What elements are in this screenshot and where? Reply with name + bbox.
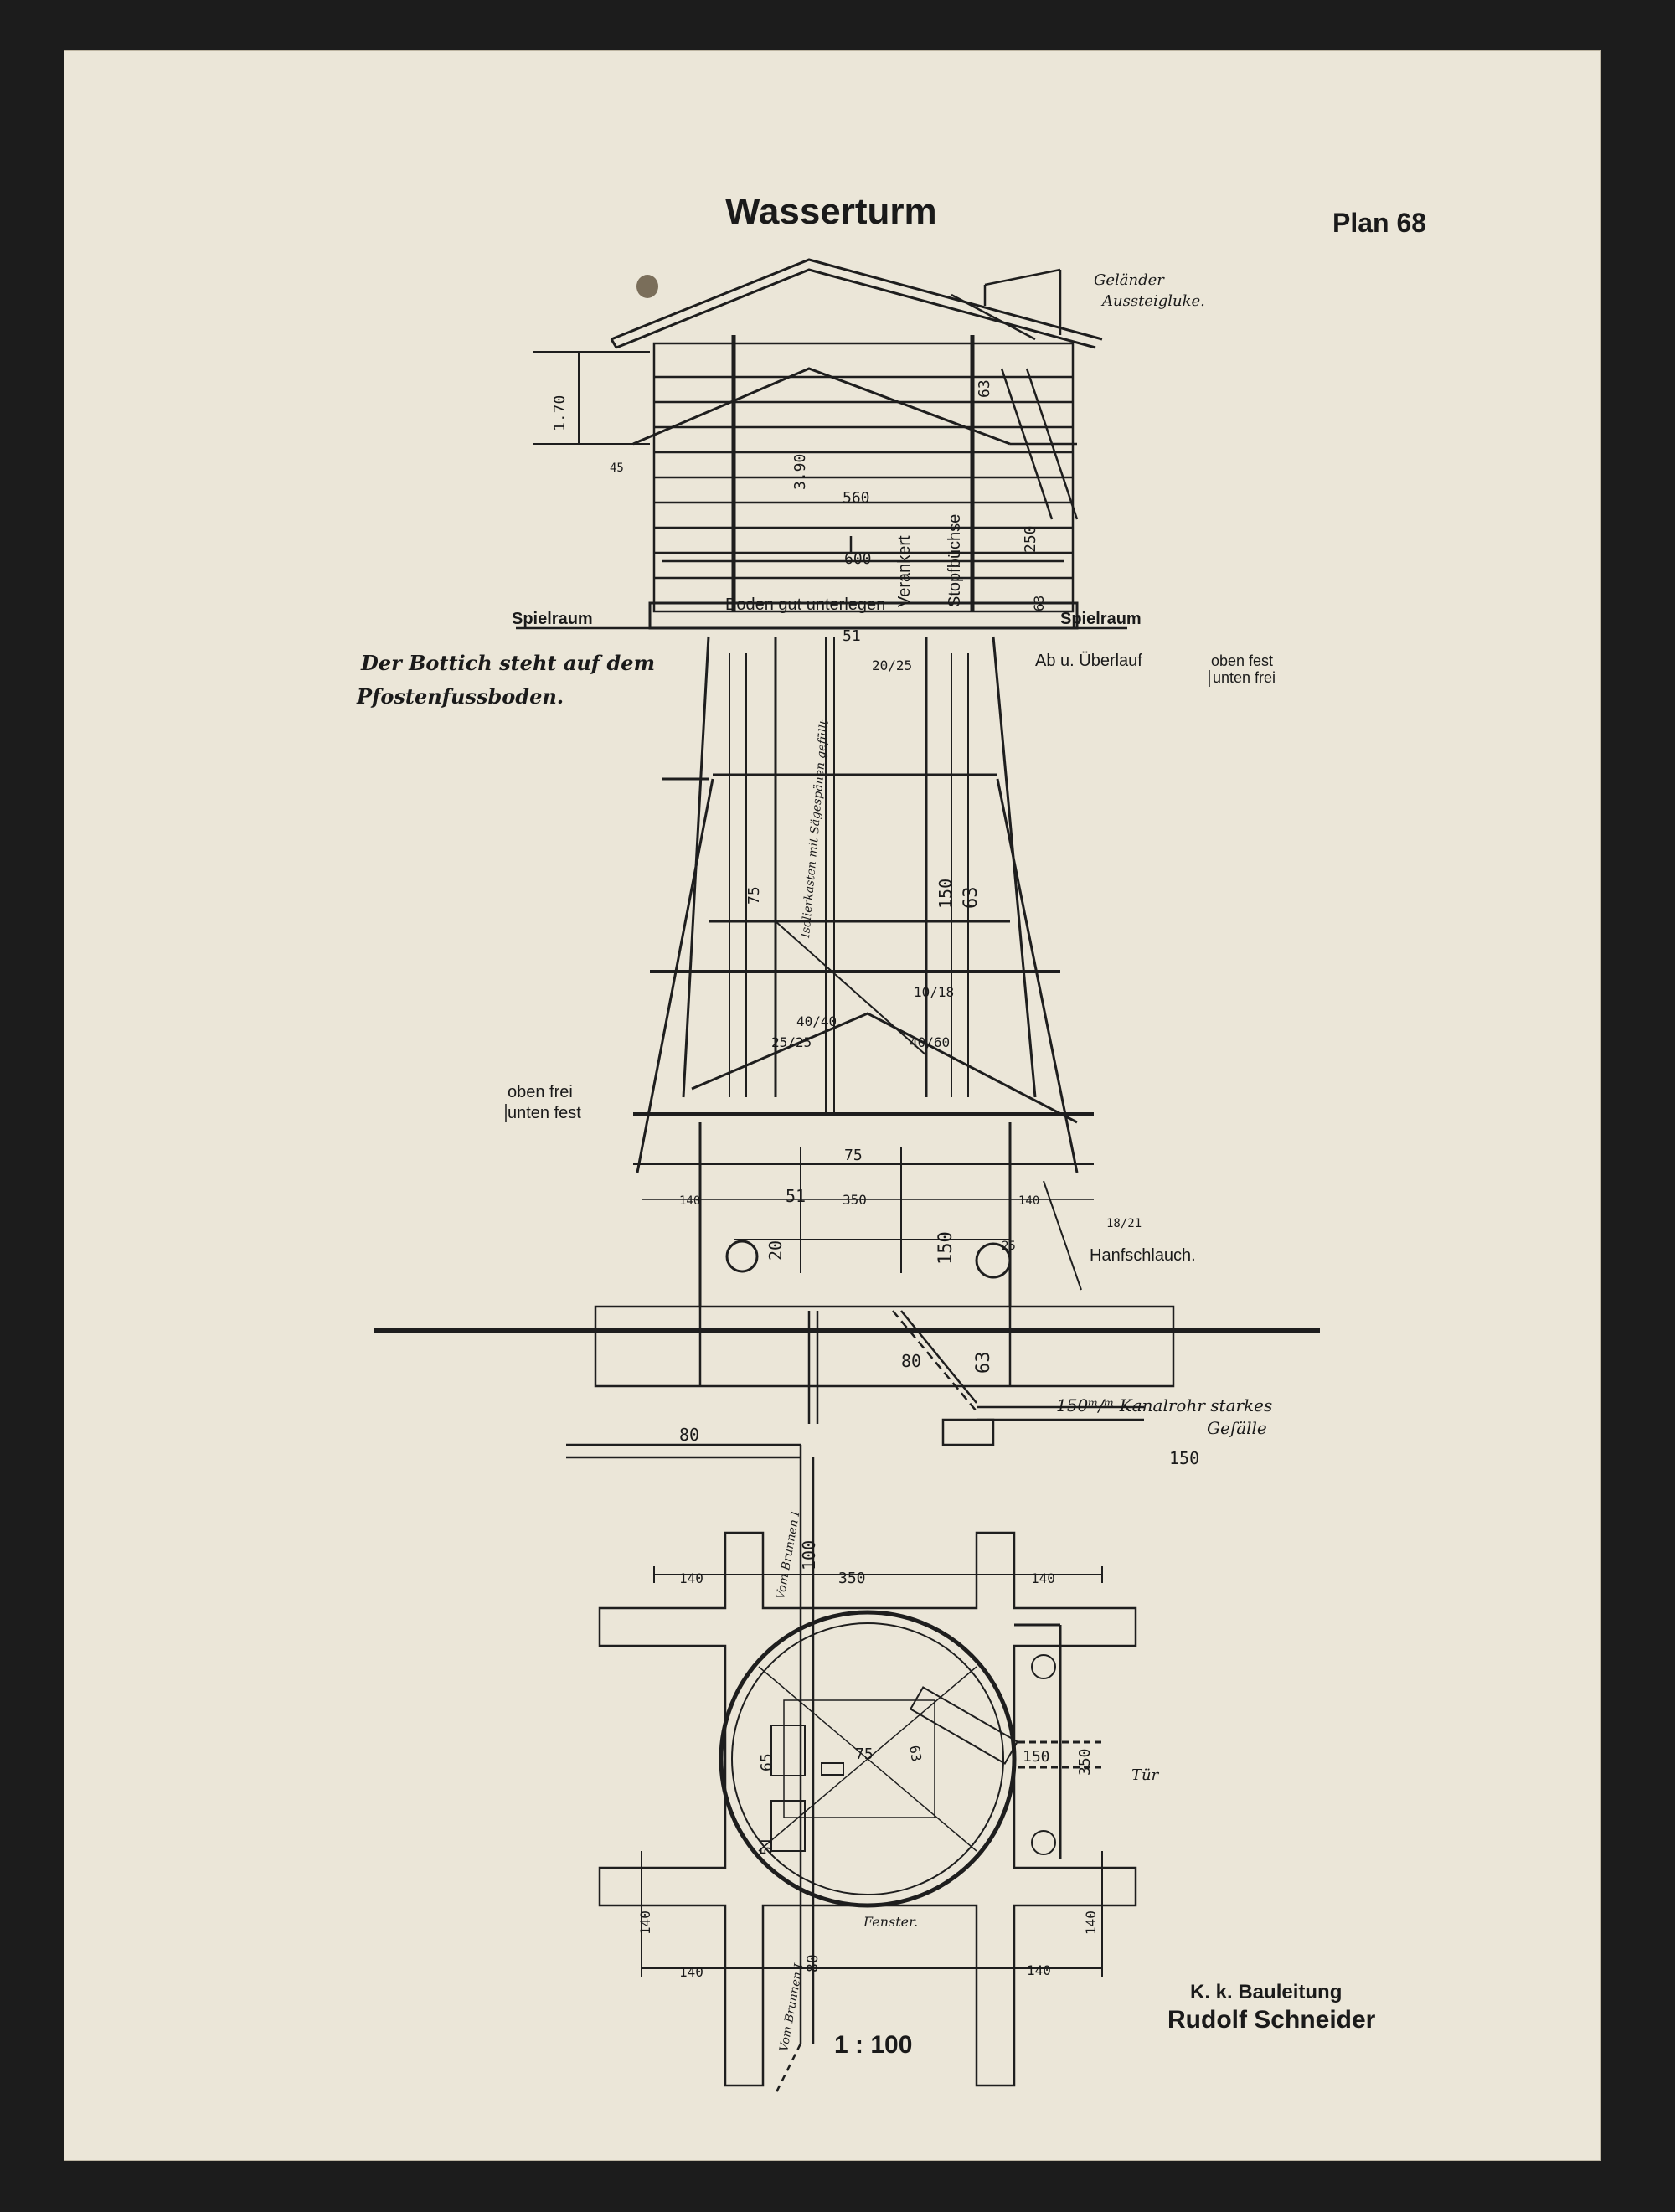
dim-1-70 bbox=[533, 351, 650, 445]
ink-stain bbox=[636, 275, 658, 298]
dim-560: 560 bbox=[843, 489, 870, 507]
credit-line-2: Rudolf Schneider bbox=[1167, 2006, 1376, 2034]
note-ueberlauf: Ab u. Überlauf bbox=[1035, 652, 1142, 670]
plan-dim-75: 75 bbox=[855, 1745, 874, 1763]
plan-dimension-lines bbox=[641, 1566, 1103, 1977]
plan-dim-51: 51 bbox=[758, 1837, 776, 1855]
plan-dim-140e: 140 bbox=[679, 1964, 704, 1980]
tower-frame bbox=[633, 636, 1094, 1173]
dim-40-60: 40/60 bbox=[910, 1034, 950, 1050]
scale-label: 1 : 100 bbox=[834, 2031, 913, 2059]
dim-63b: 63 bbox=[1031, 596, 1047, 611]
note-unten-fest: unten fest bbox=[508, 1104, 581, 1122]
dim-45: 45 bbox=[610, 461, 624, 475]
note-spielraum-right: Spielraum bbox=[1060, 610, 1142, 628]
pump-house bbox=[633, 1012, 1094, 1307]
note-brunnen-bottom: Vom Brunnen I bbox=[777, 1962, 806, 2053]
note-bottich-2: Pfostenfussboden. bbox=[356, 684, 564, 709]
note-boden: Boden gut unterlegen bbox=[725, 596, 885, 614]
dim-80a: 80 bbox=[901, 1351, 921, 1371]
note-stopfbuechse: Stopfbüchse bbox=[946, 514, 964, 607]
note-spielraum-left: Spielraum bbox=[512, 610, 593, 628]
note-oben-fest: oben fest bbox=[1211, 652, 1273, 669]
dim-3-90-label: 3.90 bbox=[791, 454, 809, 490]
plan-dim-140c: 140 bbox=[637, 1910, 653, 1935]
dim-40-40: 40/40 bbox=[796, 1013, 837, 1029]
water-tower-drawing: Geländer Aussteigluke. 1.70 3.90 560 600… bbox=[356, 258, 1320, 2095]
dim-51b: 51 bbox=[786, 1186, 806, 1206]
note-hanfschlauch: Hanfschlauch. bbox=[1090, 1246, 1196, 1265]
dim-10-18: 10/18 bbox=[914, 984, 954, 1000]
plan-number: Plan 68 bbox=[1332, 208, 1427, 238]
plan-dim-350: 350 bbox=[838, 1570, 866, 1587]
note-kanalrohr: 150ᵐ/ᵐ Kanalrohr starkes bbox=[1056, 1395, 1272, 1415]
note-gefaelle: Gefälle bbox=[1207, 1418, 1267, 1438]
dim-75a: 75 bbox=[745, 886, 763, 905]
note-aussteigluke: Aussteigluke. bbox=[1100, 292, 1205, 310]
dim-140b: 140 bbox=[1018, 1194, 1039, 1208]
dim-63c: 63 bbox=[961, 887, 982, 910]
plan-dim-140f: 140 bbox=[1027, 1962, 1051, 1978]
water-tank bbox=[632, 335, 1079, 630]
dim-75b: 75 bbox=[844, 1147, 863, 1164]
dim-51a: 51 bbox=[843, 627, 861, 645]
credit-line-1: K. k. Bauleitung bbox=[1190, 1981, 1343, 2003]
foundation bbox=[566, 1305, 1175, 2095]
plan-dim-65: 65 bbox=[758, 1753, 776, 1771]
page-title: Wasserturm bbox=[725, 191, 937, 232]
dim-20-25: 20/25 bbox=[872, 657, 912, 673]
dim-150a: 150 bbox=[935, 879, 956, 909]
note-tuer: Tür bbox=[1131, 1766, 1160, 1784]
note-unten-frei: unten frei bbox=[1213, 669, 1276, 686]
dim-140a: 140 bbox=[679, 1194, 700, 1208]
dim-1-70-label: 1.70 bbox=[551, 395, 569, 431]
plan-dim-350v: 350 bbox=[1076, 1748, 1094, 1776]
note-gelaender: Geländer bbox=[1094, 271, 1165, 289]
dim-25: 25 bbox=[1002, 1240, 1016, 1253]
tank-roof bbox=[610, 258, 1103, 349]
dim-25-25: 25/25 bbox=[771, 1034, 812, 1050]
ground-line bbox=[374, 1328, 1320, 1333]
note-verankert: Verankert bbox=[895, 535, 914, 607]
plan-view bbox=[598, 1531, 1137, 2087]
dim-600: 600 bbox=[844, 550, 872, 568]
plan-dim-63: 63 bbox=[906, 1744, 925, 1762]
plan-dim-80: 80 bbox=[804, 1954, 822, 1972]
plan-dim-150: 150 bbox=[1023, 1748, 1050, 1766]
railing bbox=[951, 268, 1062, 341]
plan-dim-140d: 140 bbox=[1083, 1910, 1099, 1935]
plan-dim-140a: 140 bbox=[679, 1570, 704, 1586]
note-bottich-1: Der Bottich steht auf dem bbox=[360, 651, 655, 675]
note-oben-frei: oben frei bbox=[508, 1083, 573, 1101]
dim-250: 250 bbox=[1022, 525, 1039, 553]
dim-63d: 63 bbox=[973, 1352, 994, 1374]
dim-80b: 80 bbox=[679, 1425, 699, 1445]
paper-sheet: Wasserturm Plan 68 bbox=[64, 50, 1601, 2161]
dim-18-21: 18/21 bbox=[1106, 1217, 1142, 1230]
dim-150c: 150 bbox=[1169, 1448, 1199, 1468]
note-fenster: Fenster. bbox=[863, 1914, 918, 1930]
dim-150b: 150 bbox=[935, 1231, 956, 1265]
plan-dim-140b: 140 bbox=[1031, 1570, 1055, 1586]
plan-dim-100: 100 bbox=[799, 1540, 819, 1570]
dim-20: 20 bbox=[765, 1240, 786, 1261]
dim-63a: 63 bbox=[976, 379, 993, 398]
